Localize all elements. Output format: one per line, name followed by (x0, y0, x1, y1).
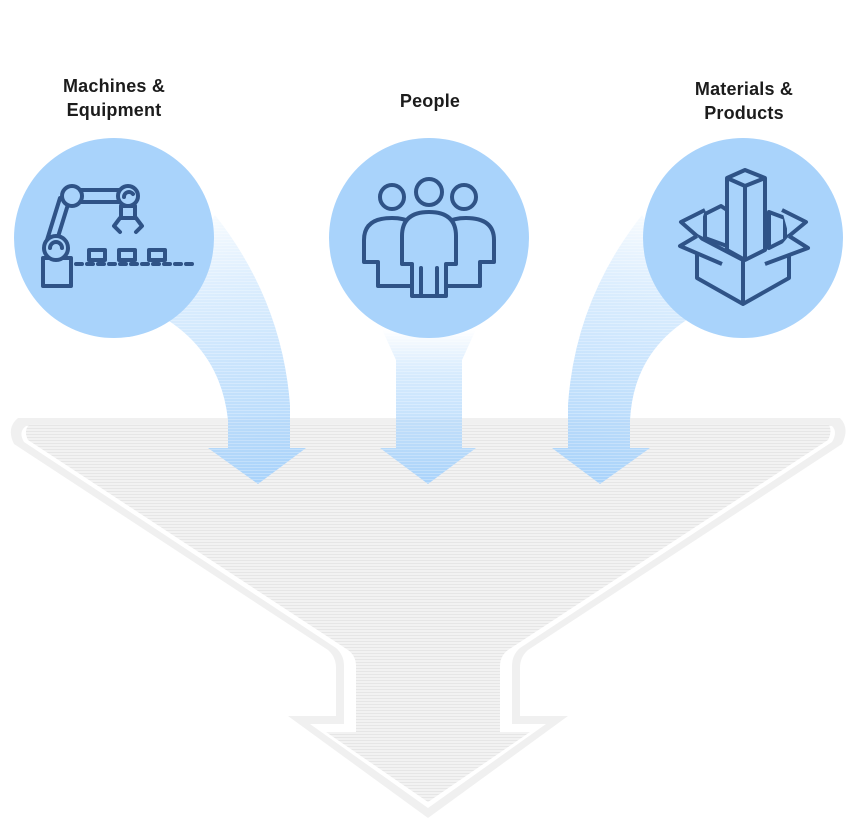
label-machines: Machines & Equipment (4, 74, 224, 122)
people-group-icon (362, 177, 496, 298)
label-people: People (320, 89, 540, 113)
label-machines-line-2: Equipment (66, 100, 162, 120)
robot-arm-conveyor-icon (41, 184, 198, 288)
label-people-line-1: People (399, 91, 461, 111)
funnel-shape (25, 424, 831, 802)
label-machines-line-1: Machines & (62, 76, 166, 96)
label-materials-line-2: Products (704, 103, 784, 123)
open-box-products-icon (678, 168, 810, 306)
label-materials-line-1: Materials & (694, 79, 794, 99)
flow-arrow-people (380, 325, 478, 484)
label-materials: Materials & Products (634, 77, 854, 125)
node-circle-machines (14, 138, 214, 338)
